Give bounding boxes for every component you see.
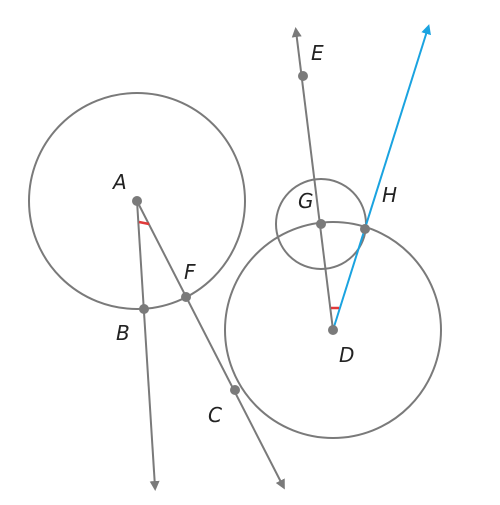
ray-a-through-b <box>136 200 160 491</box>
label-c: C <box>208 403 222 427</box>
label-a: A <box>111 170 127 194</box>
label-f: F <box>184 260 196 284</box>
circle-d <box>224 221 442 439</box>
label-e: E <box>311 41 324 65</box>
label-g: G <box>298 189 314 213</box>
point-a <box>132 196 142 206</box>
point-e <box>298 71 308 81</box>
label-b: B <box>116 321 130 345</box>
point-b <box>139 304 149 314</box>
label-d: D <box>339 343 354 367</box>
circle-a <box>28 92 246 310</box>
angle-mark-a <box>138 220 150 226</box>
point-f <box>181 292 191 302</box>
point-h <box>360 224 370 234</box>
ray-d-through-h <box>332 24 431 331</box>
point-c <box>230 385 240 395</box>
point-d <box>328 325 338 335</box>
point-g <box>316 219 326 229</box>
label-h: H <box>382 183 397 207</box>
ray-a-through-c <box>136 200 285 490</box>
